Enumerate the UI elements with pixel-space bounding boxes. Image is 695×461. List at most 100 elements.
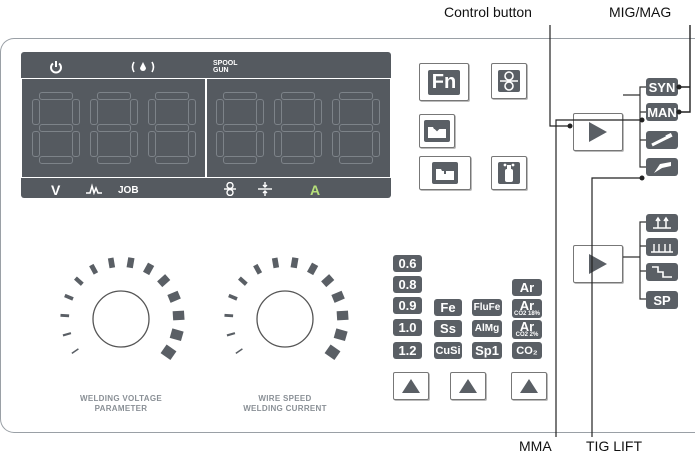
gas-ar: Ar [512, 279, 542, 296]
wire-inch-button[interactable] [491, 63, 527, 99]
job-label: JOB [118, 185, 139, 196]
seven-segment-digit [274, 92, 322, 164]
gas-test-button[interactable] [491, 156, 527, 190]
spool-gun-label-1: SPOOL [213, 60, 238, 67]
power-icon [50, 61, 62, 74]
tig-lift-indicator [646, 158, 678, 176]
folder-save-icon [424, 120, 450, 142]
tig-torch-icon [654, 162, 671, 173]
gas-ar-co2-18: Ar CO2 18% [512, 299, 542, 318]
gas-ar-co2-18-main: Ar [519, 298, 535, 313]
wire-speed-knob-label-2: WELDING CURRENT [243, 404, 327, 413]
inductance-icon [258, 182, 272, 196]
gas-ar-co2-2: Ar CO2 2% [512, 320, 542, 339]
4t-indicator [646, 238, 678, 256]
wire-inch-icon [498, 70, 520, 92]
triangle-up-icon [402, 379, 420, 393]
spot-mode-icon [652, 266, 672, 278]
sp-indicator: SP [646, 291, 678, 309]
gas-ar-co2-2-sub: CO2 2% [515, 332, 539, 338]
left-display-window [21, 78, 207, 178]
gas-ar-co2-18-sub: CO2 18% [513, 311, 540, 317]
gas-ar-co2-2-main: Ar [519, 319, 535, 334]
play-arrow-icon [589, 122, 607, 142]
amp-label: A [310, 182, 321, 198]
dial-scale-mark [238, 276, 248, 286]
man-indicator: MAN [646, 103, 678, 121]
seven-segment-digit [216, 92, 264, 164]
gas-bottle-icon [498, 162, 520, 184]
display-panel: SPOOL GUN V JOB A [21, 52, 391, 198]
dial-scale-mark [107, 257, 116, 269]
dial-scale-mark [271, 257, 280, 269]
fn-button-label: Fn [427, 69, 461, 95]
spot-indicator [646, 263, 678, 281]
gas-co2: CO₂ [512, 342, 542, 359]
4t-mode-icon [651, 244, 673, 253]
left-digits [22, 79, 206, 177]
spool-gun-label-2: GUN [213, 67, 229, 74]
dial-scale-mark [228, 293, 238, 301]
dial-scale-mark [253, 263, 263, 275]
dial-scale-mark [167, 290, 181, 303]
dial-scale-mark [143, 262, 155, 276]
voltage-knob[interactable] [46, 245, 196, 375]
trigger-mode-button[interactable] [573, 245, 623, 283]
right-display-window [205, 78, 391, 178]
folder-load-icon [432, 162, 458, 184]
callout-lines [549, 25, 645, 437]
dial-scale-mark [169, 328, 184, 342]
dial-scale-mark [290, 257, 299, 269]
wire-speed-knob[interactable] [210, 245, 360, 375]
mig-mag-annotation: MIG/MAG [609, 4, 672, 20]
dial-scale-mark [71, 348, 79, 355]
dial-scale-mark [333, 328, 348, 342]
diameter-0-8: 0.8 [393, 276, 422, 293]
electrode-icon [651, 133, 673, 147]
2t-mode-icon [653, 216, 671, 229]
triangle-up-icon [520, 379, 538, 393]
gas-select-button[interactable] [511, 372, 547, 400]
dial-scale-mark [324, 344, 341, 361]
dial-scale-mark [224, 313, 234, 318]
dial-scale-mark [64, 293, 74, 301]
dial-scale-mark [89, 263, 99, 275]
diameter-0-9: 0.9 [393, 297, 422, 314]
wire-flufe: FluFe [472, 299, 502, 316]
voltage-knob-label-1: WELDING VOLTAGE [80, 394, 162, 403]
diameter-0-6: 0.6 [393, 255, 422, 272]
material-cusi: CuSi [434, 342, 462, 359]
indicator-brackets [623, 25, 691, 300]
load-job-button[interactable] [419, 156, 471, 190]
seven-segment-digit [148, 92, 196, 164]
mma-indicator [646, 131, 678, 149]
save-job-button[interactable] [419, 114, 455, 148]
front-panel [0, 38, 695, 433]
dial-scale-mark [321, 274, 335, 288]
material-select-button[interactable] [450, 372, 486, 400]
mma-annotation: MMA [519, 438, 552, 454]
dial-scale-mark [157, 274, 171, 288]
control-button-annotation: Control button [444, 4, 532, 20]
process-mode-button[interactable] [573, 113, 623, 151]
diameter-select-button[interactable] [393, 372, 429, 400]
tig-lift-annotation: TIG LIFT [586, 438, 642, 454]
wire-almg: AlMg [472, 320, 502, 337]
fn-button[interactable]: Fn [419, 63, 469, 101]
seven-segment-digit [90, 92, 138, 164]
dial-scale-mark [336, 310, 349, 321]
dial-scale-mark [74, 276, 84, 286]
wire-sp1: Sp1 [472, 342, 502, 359]
material-fe: Fe [434, 299, 462, 316]
seven-segment-digit [32, 92, 80, 164]
dial-scale-mark [226, 332, 236, 337]
diameter-1-2: 1.2 [393, 342, 422, 359]
volt-label: V [51, 182, 61, 198]
dial-scale-mark [160, 344, 177, 361]
dial-scale-mark [307, 262, 319, 276]
seven-segment-digit [332, 92, 380, 164]
diameter-1-0: 1.0 [393, 319, 422, 336]
syn-indicator: SYN [646, 78, 678, 96]
gas-flow-icon [131, 61, 155, 73]
dial-scale-mark [60, 313, 70, 318]
